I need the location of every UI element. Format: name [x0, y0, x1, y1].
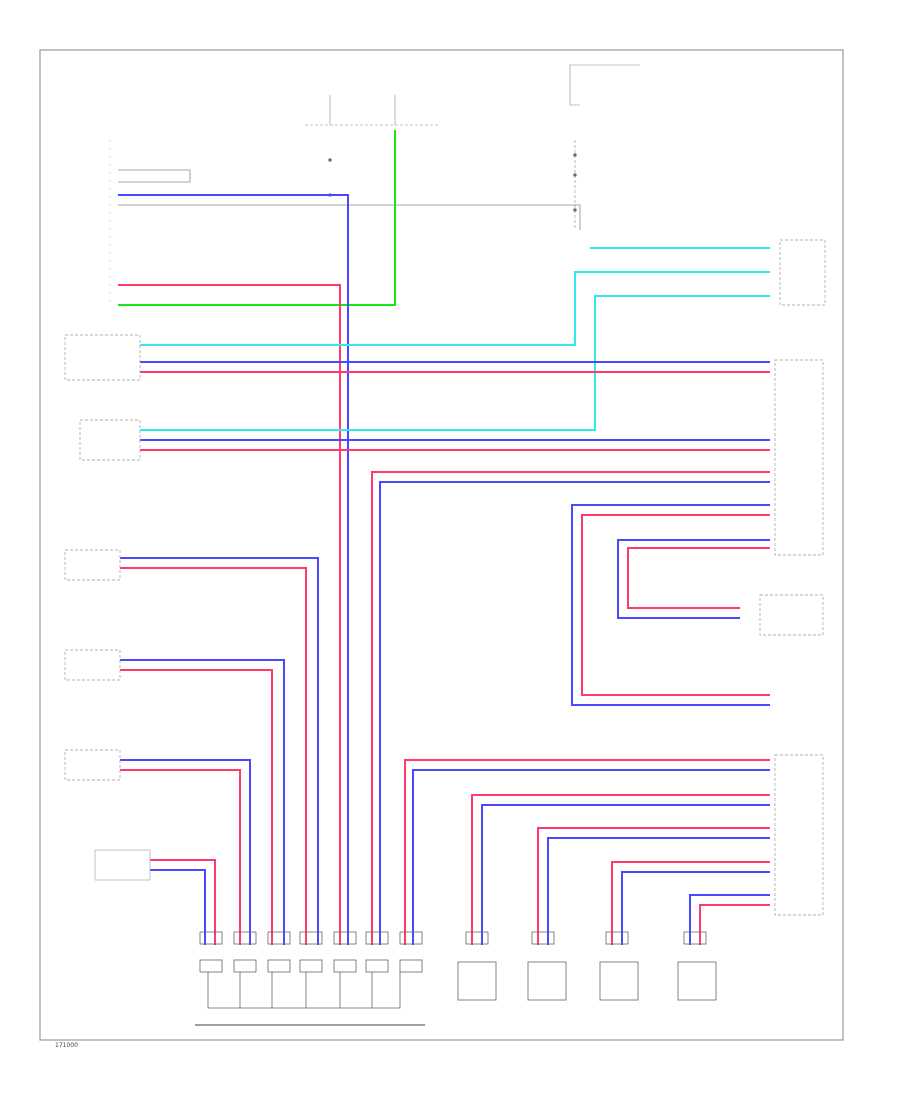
module-left-6: [94, 849, 151, 881]
wire-gray: [118, 204, 581, 230]
wire-red-loop: [581, 514, 770, 696]
wire-harness: [118, 130, 770, 945]
diagram-frame: [39, 49, 844, 1041]
left-modules: [64, 334, 151, 881]
wire-blue-loop2: [617, 539, 770, 619]
module-left-4: [64, 649, 121, 681]
wire-blue-r2: [481, 804, 770, 945]
wire-blue-r1: [412, 769, 770, 945]
wire-blue-loop: [571, 504, 770, 706]
wire-can-h-main: [118, 194, 349, 945]
wire-red-r2: [471, 794, 770, 945]
lower-module-4: [677, 961, 717, 1001]
wire-blue-m2: [120, 659, 285, 945]
module-left-1: [64, 334, 141, 381]
wire-blue-r3: [547, 837, 770, 945]
module-right-top: [779, 239, 826, 306]
diagram-id: 171000: [55, 1042, 78, 1049]
wire-red-r4: [611, 861, 770, 945]
wire-red-r1: [404, 759, 770, 945]
right-modules: [759, 239, 826, 916]
wire-gray-2: [118, 169, 191, 183]
wire-red-m4: [150, 859, 216, 945]
lower-module-2: [527, 961, 567, 1001]
wire-blue-m1: [120, 557, 319, 945]
wire-red-r5: [699, 904, 770, 945]
wire-can-l-main: [118, 284, 341, 945]
wire-red-r3: [537, 827, 770, 945]
wire-red-m1: [120, 567, 307, 945]
lower-module-1: [457, 961, 497, 1001]
module-right-mid: [774, 359, 824, 556]
wire-red-drop-a: [371, 471, 770, 945]
module-right-small: [759, 594, 824, 636]
wire-blue-r4: [621, 871, 770, 945]
wire-blue-m4: [150, 869, 206, 945]
wire-red-m3: [120, 769, 241, 945]
module-left-3: [64, 549, 121, 581]
fuse-block-top: [305, 95, 440, 197]
wire-blue-r5: [689, 894, 770, 945]
lower-module-3: [599, 961, 639, 1001]
wire-red-m2: [120, 669, 273, 945]
wire-blue-m3: [120, 759, 251, 945]
connector-pins-lower: [199, 959, 423, 973]
junction-connectors: [195, 931, 717, 1026]
module-right-bottom: [774, 754, 824, 916]
wire-blue-drop-a: [379, 481, 770, 945]
module-left-5: [64, 749, 121, 781]
wire-green: [118, 130, 396, 306]
junction-bus: [207, 972, 401, 1009]
connector-pins: [199, 931, 707, 945]
wire-red-loop2: [627, 547, 770, 609]
gauge-relay-box: [569, 64, 640, 230]
wire-cyan-2: [140, 271, 770, 346]
module-left-2: [79, 419, 141, 461]
